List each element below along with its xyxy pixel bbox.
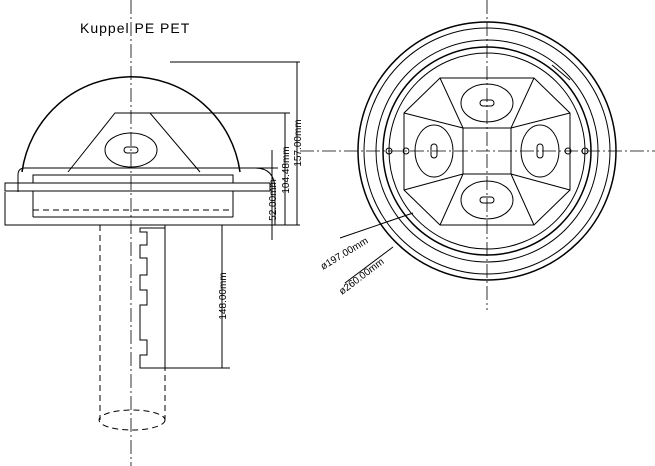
dim-total-height: 157.00mm xyxy=(293,119,304,166)
center-square xyxy=(462,127,512,175)
dim-base-height: 52.00mm xyxy=(268,179,279,221)
lamp-bottom xyxy=(460,180,514,220)
mount-bracket xyxy=(139,227,166,369)
top-view: ø197.00mm ø260.00mm xyxy=(300,0,655,310)
dim-inner-diameter: ø197.00mm xyxy=(319,236,370,273)
dim-pipe-length: 148.00mm xyxy=(218,272,229,319)
screw-left xyxy=(385,147,393,155)
lamp-right xyxy=(520,124,560,178)
dim-outer-diameter: ø260.00mm xyxy=(337,256,386,297)
inner-housing xyxy=(67,112,201,173)
dim-dome-height: 104.48mm xyxy=(281,146,292,193)
lamp-top xyxy=(460,83,514,123)
pipe-end xyxy=(98,409,166,431)
screw-right xyxy=(581,147,589,155)
side-view: 157.00mm 104.48mm 52.00mm 148.00mm xyxy=(4,0,304,466)
seal-plate xyxy=(32,174,234,184)
drawing-title: Kuppel PE PET xyxy=(80,20,190,36)
lamp-socket xyxy=(123,146,139,154)
lamp-left xyxy=(414,124,454,178)
base-housing xyxy=(4,167,276,226)
rim-flange xyxy=(4,182,271,192)
